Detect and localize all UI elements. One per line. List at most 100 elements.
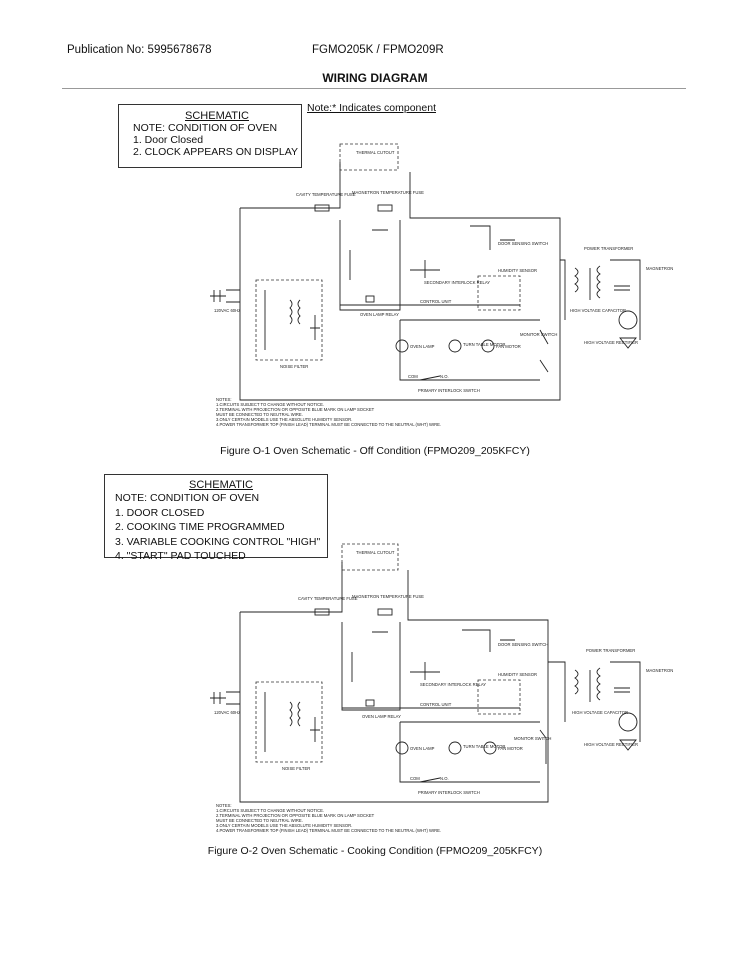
primary-interlock-label: PRIMARY INTERLOCK SWITCH	[418, 790, 480, 795]
primary-com-label: COM	[408, 374, 418, 379]
svg-text:4.POWER TRANSFORMER TOP (FINIS: 4.POWER TRANSFORMER TOP (FINISH LEAD) TE…	[216, 828, 441, 833]
humidity-sensor-outline	[477, 275, 521, 311]
secondary-interlock-label: SECONDARY INTERLOCK RELAY	[424, 280, 490, 285]
oven-lamp-label: OVEN LAMP	[410, 344, 435, 349]
primary-interlock-contacts	[419, 777, 441, 783]
transformer-windings	[560, 259, 641, 340]
svg-text:3.ONLY CERTAIN MODELS USE THE: 3.ONLY CERTAIN MODELS USE THE ABSOLUTE H…	[216, 823, 352, 828]
magnetron-fuse-symbol	[377, 204, 393, 212]
magnetron-icon	[618, 310, 638, 330]
schematic-title: SCHEMATIC	[189, 479, 253, 491]
header-divider	[62, 88, 686, 89]
figure-off-condition: SCHEMATIC NOTE: CONDITION OF OVEN 1. Doo…	[0, 100, 750, 462]
power-plug-icon	[210, 691, 240, 705]
oven-lamp-icon	[395, 741, 409, 755]
primary-no-label: N.O.	[440, 776, 449, 781]
oven-lamp-relay-coil	[365, 699, 375, 707]
magnetron-fuse-symbol	[377, 608, 393, 616]
humidity-sensor-label: HUMIDITY SENSOR	[498, 268, 537, 273]
svg-text:1.CIRCUITS SUBJECT TO CHANGE W: 1.CIRCUITS SUBJECT TO CHANGE WITHOUT NOT…	[216, 402, 324, 407]
schematic-notes: NOTES: 1.CIRCUITS SUBJECT TO CHANGE WITH…	[216, 397, 441, 427]
condition-line: 3. VARIABLE COOKING CONTROL "HIGH"	[115, 535, 321, 548]
neutral-wire	[239, 570, 549, 803]
line-wire	[240, 562, 343, 613]
primary-interlock-label: PRIMARY INTERLOCK SWITCH	[418, 388, 480, 393]
supply-label: 120VAC 60Hz	[214, 308, 240, 313]
secondary-interlock-contacts	[410, 662, 440, 680]
wiring-schematic: THERMAL CUTOUT CAVITY TEMPERATURE FUSE M…	[210, 143, 673, 427]
hv-capacitor-symbol	[614, 285, 630, 291]
magnetron-fuse-label: MAGNETRON TEMPERATURE FUSE	[352, 594, 424, 599]
monitor-switch-label: MONITOR SWITCH	[520, 332, 557, 337]
schematic-notes: NOTES: 1.CIRCUITS SUBJECT TO CHANGE WITH…	[216, 803, 441, 833]
svg-text:NOTES:: NOTES:	[216, 803, 232, 808]
noise-filter-outline	[255, 279, 323, 361]
humidity-sensor-label: HUMIDITY SENSOR	[498, 672, 537, 677]
cavity-fuse-label: CAVITY TEMPERATURE FUSE	[298, 596, 358, 601]
control-unit-label: CONTROL UNIT	[420, 702, 452, 707]
schematic-condition-box: SCHEMATIC NOTE: CONDITION OF OVEN 1. DOO…	[104, 474, 328, 562]
hv-rectifier-icon	[619, 739, 637, 751]
turntable-motor-label: TURN TABLE MOTOR	[463, 342, 505, 347]
hv-capacitor-label: HIGH VOLTAGE CAPACITOR	[572, 710, 628, 715]
svg-text:4.POWER TRANSFORMER TOP (FINIS: 4.POWER TRANSFORMER TOP (FINISH LEAD) TE…	[216, 422, 441, 427]
cavity-fuse-symbol	[314, 608, 330, 616]
hv-capacitor-symbol	[614, 687, 630, 693]
condition-line: 2. COOKING TIME PROGRAMMED	[115, 521, 285, 533]
condition-line: 1. DOOR CLOSED	[115, 506, 205, 519]
hv-rectifier-label: HIGH VOLTAGE RECTIFIER	[584, 742, 638, 747]
schematic-condition-box: SCHEMATIC NOTE: CONDITION OF OVEN 1. Doo…	[118, 104, 302, 168]
power-plug-icon	[210, 289, 240, 303]
fan-motor-icon	[483, 741, 497, 755]
model-numbers: FGMO205K / FPMO209R	[312, 44, 444, 56]
svg-text:1.CIRCUITS SUBJECT TO CHANGE W: 1.CIRCUITS SUBJECT TO CHANGE WITHOUT NOT…	[216, 808, 324, 813]
door-sensing-contacts	[462, 629, 515, 652]
condition-line: 4. "START" PAD TOUCHED	[115, 550, 246, 562]
monitor-switch-label: MONITOR SWITCH	[514, 736, 551, 741]
turntable-motor-icon	[448, 339, 462, 353]
page-title: WIRING DIAGRAM	[322, 71, 428, 85]
supply-label: 120VAC 60Hz	[214, 710, 240, 715]
publication-number: Publication No: 5995678678	[67, 44, 212, 56]
filter-components	[264, 692, 320, 752]
svg-text:3.ONLY CERTAIN MODELS USE THE: 3.ONLY CERTAIN MODELS USE THE ABSOLUTE H…	[216, 417, 352, 422]
load-bus	[399, 721, 540, 783]
hv-rectifier-label: HIGH VOLTAGE RECTIFIER	[584, 340, 638, 345]
primary-interlock-contacts	[419, 375, 441, 381]
magnetron-label: MAGNETRON	[646, 668, 673, 673]
thermal-cutout-label: THERMAL CUTOUT	[356, 150, 395, 155]
condition-line: 2. CLOCK APPEARS ON DISPLAY	[133, 146, 298, 158]
svg-text:2.TERMINAL WITH PROJECTION OR: 2.TERMINAL WITH PROJECTION OR OPPOSITE B…	[216, 407, 375, 412]
condition-line: NOTE: CONDITION OF OVEN	[133, 122, 278, 134]
svg-text:MUST BE CONNECTED TO NEUTRAL W: MUST BE CONNECTED TO NEUTRAL WIRE.	[216, 412, 303, 417]
control-unit-label: CONTROL UNIT	[420, 299, 452, 304]
svg-text:MUST BE CONNECTED TO NEUTRAL W: MUST BE CONNECTED TO NEUTRAL WIRE.	[216, 818, 303, 823]
transformer-windings	[548, 661, 641, 742]
relay-wiring	[341, 622, 401, 711]
monitor-switch-contacts	[539, 329, 549, 373]
relay-wiring	[339, 220, 401, 311]
cavity-fuse-symbol	[314, 204, 330, 212]
oven-lamp-relay-label: OVEN LAMP RELAY	[360, 312, 399, 317]
fan-motor-label: FAN MOTOR	[496, 344, 521, 349]
oven-lamp-relay-coil	[365, 295, 375, 303]
oven-lamp-label: OVEN LAMP	[410, 746, 435, 751]
oven-lamp-icon	[395, 339, 409, 353]
thermal-cutout-outline	[339, 143, 399, 171]
turntable-motor-icon	[448, 741, 462, 755]
hv-rectifier-icon	[619, 337, 637, 349]
power-transformer-label: POWER TRANSFORMER	[584, 246, 633, 251]
fan-motor-icon	[481, 339, 495, 353]
condition-line: 1. Door Closed	[133, 134, 204, 146]
primary-com-label: COM	[410, 776, 420, 781]
secondary-interlock-label: SECONDARY INTERLOCK RELAY	[420, 682, 486, 687]
condition-line: NOTE: CONDITION OF OVEN	[115, 492, 260, 504]
thermal-cutout-outline	[341, 543, 399, 571]
figure-cooking-condition: SCHEMATIC NOTE: CONDITION OF OVEN 1. DOO…	[0, 472, 750, 862]
wiring-schematic: THERMAL CUTOUT CAVITY TEMPERATURE FUSE M…	[210, 543, 673, 833]
fan-motor-label: FAN MOTOR	[498, 746, 523, 751]
primary-no-label: N.O.	[440, 374, 449, 379]
hv-capacitor-label: HIGH VOLTAGE CAPACITOR	[570, 308, 626, 313]
noise-filter-label: NOISE FILTER	[282, 766, 310, 771]
magnetron-label: MAGNETRON	[646, 266, 673, 271]
